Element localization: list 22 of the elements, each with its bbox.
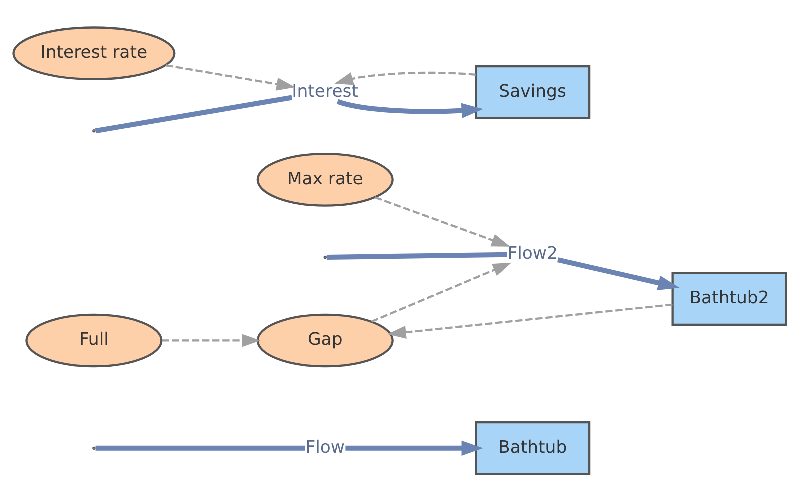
node-text: Interest [292,82,359,102]
node-box: Bathtub [475,422,591,476]
arrow [371,262,512,323]
node-text: Flow [306,438,346,458]
arrow [166,64,296,91]
connector [95,95,293,134]
node-ellipse: Gap [256,314,394,368]
arrow [374,196,510,247]
arrow [346,440,484,456]
node-box: Savings [475,65,591,120]
node-ellipse: Max rate [256,153,394,207]
node-text: Flow2 [508,244,558,264]
arrow [334,72,476,86]
node-ellipse: Interest rate [12,26,176,80]
connector [96,446,306,451]
connector [326,252,508,260]
arrow [388,304,673,339]
node-ellipse: Full [26,314,163,368]
node-box: Bathtub2 [672,272,788,326]
arrow [162,334,261,348]
arrow [557,258,680,291]
arrow [337,99,484,118]
